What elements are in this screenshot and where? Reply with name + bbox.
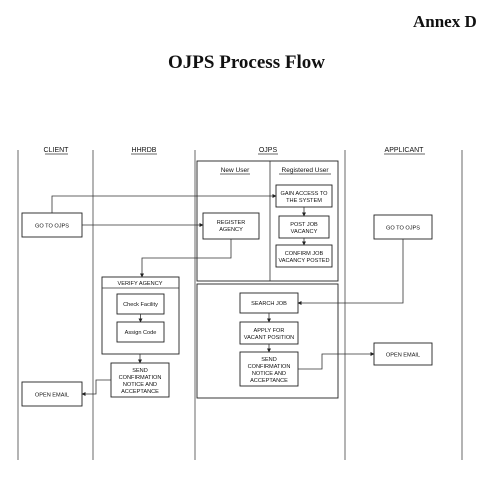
svg-text:NOTICE AND: NOTICE AND [252, 371, 286, 377]
svg-text:OPEN EMAIL: OPEN EMAIL [386, 353, 420, 359]
node-apply-vacant-position: APPLY FOR VACANT POSITION [239, 321, 299, 345]
svg-text:GO TO OJPS: GO TO OJPS [386, 226, 420, 232]
svg-text:AGENCY: AGENCY [219, 227, 243, 233]
node-register-agency: REGISTER AGENCY [202, 212, 260, 240]
svg-text:REGISTER: REGISTER [217, 220, 246, 226]
annex-label: Annex D [413, 12, 477, 31]
arrow-client-to-gain-access [51, 194, 277, 213]
node-applicant-open-email: OPEN EMAIL [373, 342, 433, 366]
svg-text:ACCEPTANCE: ACCEPTANCE [121, 389, 159, 395]
sublane-new-user: New User [221, 167, 250, 174]
arrow-send-to-applicant-email [298, 352, 375, 370]
svg-text:SEARCH JOB: SEARCH JOB [251, 301, 287, 307]
node-hhrdb-send-confirmation: SEND CONFIRMATION NOTICE AND ACCEPTANCE [110, 362, 170, 398]
node-applicant-go-to-ojps: GO TO OJPS [373, 214, 433, 240]
node-search-job: SEARCH JOB [239, 292, 299, 314]
svg-text:Assign Code: Assign Code [125, 330, 157, 336]
svg-text:VACANT POSITION: VACANT POSITION [244, 335, 294, 341]
svg-text:ACCEPTANCE: ACCEPTANCE [250, 378, 288, 384]
lane-header-ojps: OJPS [259, 147, 278, 154]
svg-text:CONFIRMATION: CONFIRMATION [248, 364, 291, 370]
svg-text:CONFIRMATION: CONFIRMATION [119, 375, 162, 381]
lane-header-client: CLIENT [44, 147, 70, 154]
node-client-open-email: OPEN EMAIL [21, 381, 83, 407]
svg-text:GAIN ACCESS TO: GAIN ACCESS TO [280, 191, 328, 197]
svg-text:VACANCY: VACANCY [291, 229, 318, 235]
svg-text:SEND: SEND [132, 368, 148, 374]
page-title: OJPS Process Flow [168, 52, 325, 73]
arrow-applicant-to-search [297, 239, 404, 305]
connectors [51, 194, 404, 396]
svg-text:SEND: SEND [261, 357, 277, 363]
svg-text:NOTICE AND: NOTICE AND [123, 382, 157, 388]
swimlane-dividers [17, 150, 463, 460]
node-ojps-send-confirmation: SEND CONFIRMATION NOTICE AND ACCEPTANCE [239, 351, 299, 387]
node-client-go-to-ojps: GO TO OJPS [21, 212, 83, 238]
lane-header-hhrdb: HHRDB [132, 147, 157, 154]
svg-text:GO TO OJPS: GO TO OJPS [35, 224, 69, 230]
node-assign-code: Assign Code [116, 321, 165, 343]
svg-text:VACANCY POSTED: VACANCY POSTED [278, 258, 329, 264]
sublane-registered-user: Registered User [282, 167, 330, 174]
svg-text:APPLY FOR: APPLY FOR [254, 328, 285, 334]
svg-text:POST JOB: POST JOB [290, 222, 318, 228]
svg-text:OPEN EMAIL: OPEN EMAIL [35, 393, 69, 399]
svg-text:Check Facility: Check Facility [123, 302, 158, 308]
lane-header-applicant: APPLICANT [385, 147, 425, 154]
node-gain-access: GAIN ACCESS TO THE SYSTEM [275, 184, 333, 208]
verify-agency-label: VERIFY AGENCY [118, 281, 163, 287]
node-confirm-job-vacancy: CONFIRM JOB VACANCY POSTED [275, 244, 333, 268]
svg-text:THE SYSTEM: THE SYSTEM [286, 198, 322, 204]
node-post-job-vacancy: POST JOB VACANCY [278, 215, 330, 239]
arrow-register-to-verify [140, 239, 232, 278]
node-check-facility: Check Facility [116, 293, 165, 315]
svg-text:CONFIRM JOB: CONFIRM JOB [285, 251, 324, 257]
arrow-send-to-client-email [81, 379, 111, 396]
